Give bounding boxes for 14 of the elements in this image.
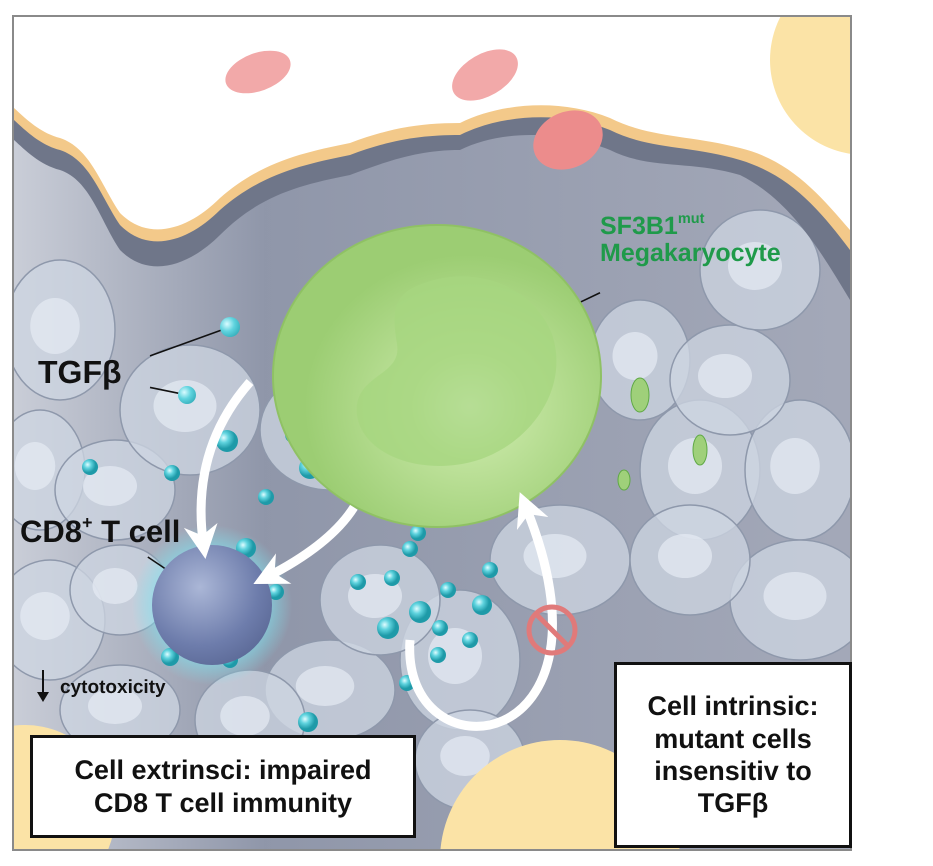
leader-line (147, 556, 165, 569)
leader-line (580, 292, 600, 303)
text-box: Cell extrinsci: impaired CD8 T cell immunity (30, 735, 416, 838)
curved-arrow (406, 492, 557, 731)
effect-label: cytotoxicity (60, 677, 166, 699)
cell-label: CD8$^{+}$ T cell (20, 515, 210, 557)
cell-label: SF3B1$^{mut}$ Megakaryocyte (600, 213, 840, 299)
megakaryocyte-cell (272, 224, 602, 528)
curved-arrow (253, 504, 358, 584)
leader-line (150, 386, 178, 394)
leader-line (150, 330, 221, 357)
curved-arrow (184, 379, 254, 560)
cell-label: TGFβ (38, 355, 150, 397)
text-box: Cell intrinsic: mutant cells insensitiv to TGFβ (614, 662, 852, 848)
